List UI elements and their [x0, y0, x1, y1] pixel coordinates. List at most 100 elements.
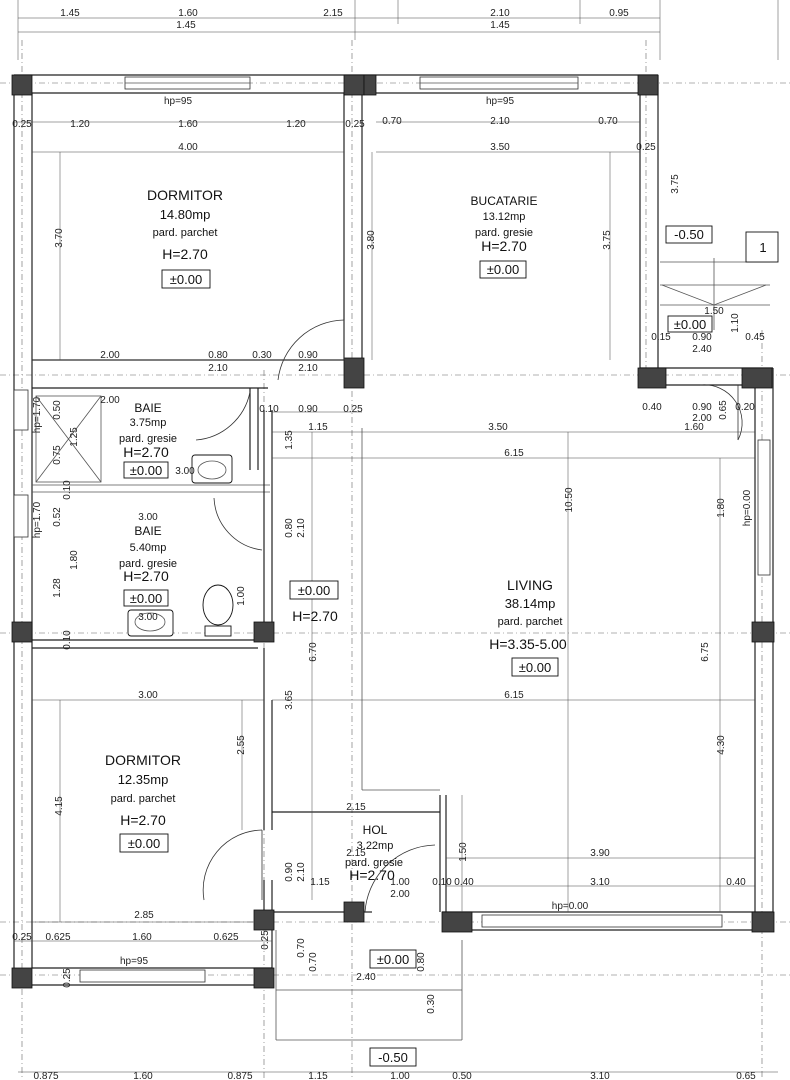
toilet-tank	[204, 625, 232, 637]
bottom-dim-label: 1.15	[308, 1071, 328, 1080]
dim-label: 3.80	[366, 230, 377, 250]
dim-label: 1.60	[132, 932, 152, 943]
top-dim-label: 1.45	[60, 8, 80, 19]
level-box	[123, 589, 169, 607]
window	[481, 914, 723, 928]
dim-label: 0.25	[343, 404, 363, 415]
dim-label: 0.20	[735, 402, 755, 413]
door-swing	[364, 844, 436, 913]
dim-label: 0.90	[298, 404, 318, 415]
dim-label: 0.25	[345, 119, 365, 130]
terrace-level-markers: -0.50 1 ±0.00	[665, 225, 779, 333]
dim-label: 3.90	[590, 848, 610, 859]
dim-label: 0.90	[692, 332, 712, 343]
dim-label: 3.10	[590, 877, 610, 888]
room-area: 12.35mp	[118, 772, 169, 787]
dim-label: 0.25	[62, 968, 73, 988]
dim-label: 0.50	[52, 400, 63, 420]
room-name: DORMITOR	[147, 187, 223, 203]
room-living: LIVING 38.14mp pard. parchet H=3.35-5.00…	[489, 577, 567, 677]
dim-label: 3.50	[490, 142, 510, 153]
level-box	[123, 461, 169, 479]
room-height: H=2.70	[349, 867, 395, 883]
dim-label: 0.40	[454, 877, 474, 888]
column	[343, 357, 365, 389]
dim-label: 0.70	[296, 938, 307, 958]
room-height: H=2.70	[292, 608, 338, 624]
top-dim-label: 0.95	[609, 8, 629, 19]
dim-label: 0.25	[636, 142, 656, 153]
column	[11, 967, 33, 989]
dim-label: 1.80	[69, 550, 80, 570]
dim-label: 4.15	[54, 796, 65, 816]
room-name: HOL	[363, 823, 388, 837]
dim-label: 2.85	[134, 910, 154, 921]
dim-label: 0.625	[45, 932, 70, 943]
room-floor: pard. gresie	[345, 857, 403, 869]
dim-label: 2.10	[296, 862, 307, 882]
room-level: ±0.00	[130, 591, 162, 606]
door-swing	[213, 497, 263, 551]
top-dimension-chain: 1.45 1.60 2.15 2.10 0.95 1.45 1.45	[17, 0, 779, 60]
level-box	[369, 1047, 417, 1067]
dim-label: 1.10	[730, 313, 741, 333]
room-hol: HOL 3.22mp pard. gresie H=2.70	[345, 823, 403, 883]
column	[751, 911, 775, 933]
dim-label: 2.15	[346, 802, 366, 813]
dim-label: 0.80	[284, 518, 295, 538]
dim-label: 0.25	[12, 119, 32, 130]
room-level: ±0.00	[487, 262, 519, 277]
room-level: ±0.00	[519, 660, 551, 675]
level-box	[511, 657, 559, 677]
dim-label: 0.65	[718, 400, 729, 420]
dim-label: 1.60	[178, 119, 198, 130]
dim-label: 2.00	[100, 395, 120, 406]
column	[741, 367, 773, 389]
room-name: LIVING	[507, 577, 553, 593]
dim-label: 2.55	[236, 735, 247, 755]
dim-label: 4.00	[178, 142, 198, 153]
dim-label: 0.75	[52, 445, 63, 465]
top-dim-label: 2.15	[323, 8, 343, 19]
room-floor: pard. parchet	[153, 227, 218, 239]
bottom-dim-label: 0.50	[452, 1071, 472, 1080]
dim-label: 0.90	[298, 350, 318, 361]
dim-label: 0.90	[692, 402, 712, 413]
dim-label: 0.40	[726, 877, 746, 888]
room-level: ±0.00	[128, 836, 160, 851]
dim-label: 0.45	[745, 332, 765, 343]
room-baie-2: BAIE 5.40mp pard. gresie H=2.70 ±0.00	[119, 524, 177, 607]
room-floor: pard. gresie	[119, 558, 177, 570]
dim-label: 1.00	[236, 586, 247, 606]
window-height-label: hp=95	[120, 956, 149, 967]
windows: hp=95 hp=95 hp=1.70 hp=1.70 hp=0.00 hp=0…	[13, 76, 771, 983]
dim-label: 2.00	[692, 413, 712, 424]
window-height-label: hp=1.70	[32, 396, 43, 433]
room-floor: pard. gresie	[119, 433, 177, 445]
dim-label: 3.75	[602, 230, 613, 250]
top-dim-label: 2.10	[490, 8, 510, 19]
dim-label: 2.00	[390, 889, 410, 900]
dim-label: 3.00	[138, 512, 158, 523]
window	[13, 494, 29, 538]
dim-label: 1.35	[284, 430, 295, 450]
dim-label: 1.15	[308, 422, 328, 433]
dim-label: 0.70	[308, 952, 319, 972]
top-dim-label: 1.45	[490, 20, 510, 31]
terrace-mid-level: ±0.00	[674, 317, 706, 332]
dim-label: 0.70	[598, 116, 618, 127]
dim-label: 3.70	[54, 228, 65, 248]
dim-label: 2.10	[490, 116, 510, 127]
bottom-dim-label: 0.875	[227, 1071, 252, 1080]
room-level: ±0.00	[170, 272, 202, 287]
room-height: H=2.70	[123, 568, 169, 584]
room-height: H=2.70	[481, 238, 527, 254]
section-marker: 1	[759, 240, 766, 255]
room-name: BAIE	[134, 524, 161, 538]
room-area: 3.22mp	[357, 840, 394, 852]
room-area: 14.80mp	[160, 207, 211, 222]
column	[253, 967, 275, 989]
dim-label: 0.10	[62, 480, 73, 500]
room-name: DORMITOR	[105, 752, 181, 768]
dim-label: 3.75	[670, 174, 681, 194]
